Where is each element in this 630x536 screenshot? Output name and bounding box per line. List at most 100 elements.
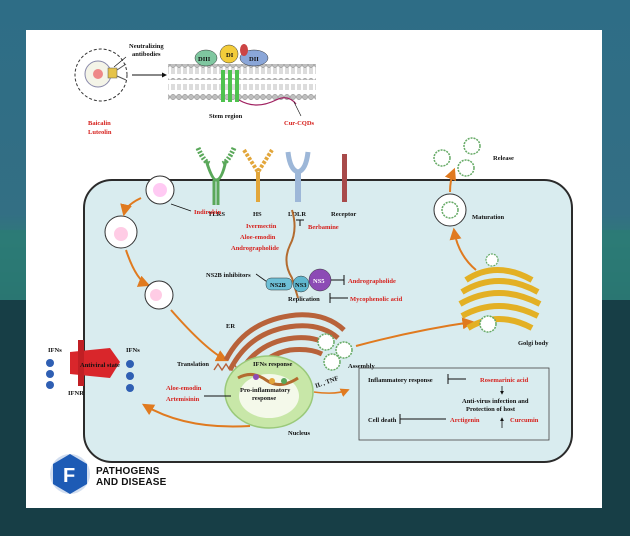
label-ifns-left: IFNs — [48, 347, 62, 354]
nuclear-factor-3 — [281, 378, 287, 384]
stem-helix-2 — [228, 70, 232, 102]
label-golgi: Golgi body — [518, 340, 549, 347]
maturation-virion — [441, 201, 459, 219]
label-ifns-response: IFNs response — [253, 361, 293, 368]
label-anti-virus-1: Anti-virus infection and — [462, 398, 529, 405]
stem-helix-3 — [235, 70, 239, 102]
endosome-virion — [114, 227, 128, 241]
lipid-membrane-bottom — [168, 84, 316, 100]
lipid-membrane-top — [168, 64, 316, 80]
arrow-cytokines — [313, 388, 350, 397]
outcome-box — [358, 367, 550, 441]
label-translation: Translation — [177, 361, 209, 368]
assembly-virion-1 — [317, 333, 335, 351]
domain-dii — [239, 49, 269, 67]
domain-diii — [194, 49, 218, 67]
label-tlrs: TLRS — [208, 211, 225, 218]
neutralizing-virion — [74, 48, 128, 102]
arrow-fusion — [125, 249, 151, 287]
journal-logo: F — [50, 454, 90, 494]
label-stem-region: Stem region — [209, 113, 243, 120]
golgi-virion — [479, 315, 497, 333]
ifn-dot-1 — [46, 359, 54, 367]
drug-aloe-emodin-bottom: Aloe-emodin — [166, 385, 202, 392]
drug-luteolin: Luteolin — [88, 129, 112, 136]
ns3-protein — [292, 275, 310, 293]
label-ldlr: LDLR — [288, 211, 306, 218]
label-anti-virus-2: Protection of host — [466, 406, 516, 413]
ns2b-protein — [265, 277, 293, 291]
arrow-uncoating — [170, 309, 229, 362]
drug-berbamine: Berbamine — [308, 224, 339, 231]
neutralizing-label-2: antibodies — [132, 51, 161, 58]
drug-indirubin: Indirubin — [194, 209, 221, 216]
stem-helix-1 — [221, 70, 225, 102]
drug-ivermectin: Ivermectin — [246, 223, 277, 230]
drug-baicalin: Baicalin — [88, 120, 111, 127]
neutralizing-label-1: Neutralizing — [129, 43, 164, 50]
label-antiviral-state: Antiviral state — [80, 362, 120, 369]
ifn-dot-6 — [126, 384, 134, 392]
label-nucleus: Nucleus — [288, 430, 311, 437]
mrna-zigzag — [213, 362, 239, 372]
entry-virion-core — [153, 183, 167, 197]
golgi-virion-top — [485, 253, 499, 267]
released-virion-1 — [433, 149, 451, 167]
drug-arctigenin: Arctigenin — [450, 417, 480, 424]
hs-receptor — [242, 148, 274, 202]
label-diii: DIII — [198, 56, 211, 63]
stem-region-curve — [238, 97, 297, 106]
ldlr-receptor — [285, 151, 311, 202]
label-hs: HS — [253, 211, 262, 218]
ifn-dot-3 — [46, 381, 54, 389]
released-virion-3 — [463, 137, 481, 155]
indirubin-pointer — [170, 203, 192, 212]
arrow-endocytosis — [120, 197, 142, 217]
label-maturation: Maturation — [472, 214, 505, 221]
drug-mycophenolic: Mycophenolic acid — [350, 296, 403, 303]
arrow-release — [444, 167, 457, 193]
fusion-loop — [240, 44, 248, 56]
assembly-virion-3 — [323, 353, 341, 371]
label-receptor: Receptor — [331, 211, 356, 218]
assembly-virion-2 — [335, 341, 353, 359]
label-di: DI — [226, 52, 234, 59]
golgi-body — [458, 267, 542, 331]
label-ifns-inner: IFNs — [126, 347, 140, 354]
nuclear-factor-1 — [253, 374, 259, 380]
drug-andrographolide-top: Andrographolide — [231, 245, 279, 252]
dengue-lifecycle-diagram: Neutralizing antibodies Baicalin Luteoli… — [46, 43, 573, 494]
ifn-dot-5 — [126, 372, 134, 380]
fusion-vesicle-core — [150, 289, 162, 301]
arrow-ifn-secretion — [141, 403, 251, 428]
ifn-dot-4 — [126, 360, 134, 368]
logo-line1: PATHOGENS — [96, 466, 160, 477]
label-replication: Replication — [288, 296, 320, 303]
drug-cur-cqds: Cur-CQDs — [284, 120, 315, 127]
label-er: ER — [226, 323, 235, 330]
logo-hex-icon — [53, 454, 87, 494]
label-cell-death: Cell death — [368, 417, 397, 424]
drug-rosmarinic: Rosemarinic acid — [480, 377, 529, 384]
logo-glyph: F — [63, 465, 75, 487]
tlrs-receptor — [195, 146, 237, 205]
drug-artemisinin: Artemisinin — [166, 396, 200, 403]
label-pro-inflammatory-1: Pro-inflammatory — [240, 387, 291, 394]
pointer-line — [113, 56, 127, 68]
viral-rna — [285, 209, 299, 299]
drug-andrographolide-right: Andrographolide — [348, 278, 396, 285]
arrow-to-golgi — [355, 317, 475, 347]
drug-aloe-emodin-top: Aloe-emodin — [240, 234, 276, 241]
figure-panel: Neutralizing antibodies Baicalin Luteoli… — [26, 30, 602, 508]
pointer-cqds — [293, 101, 302, 117]
logo-line2: AND DISEASE — [96, 477, 167, 488]
dna-strand — [237, 373, 299, 386]
label-ns3: NS3 — [295, 282, 307, 289]
generic-receptor — [342, 154, 347, 202]
label-inflammatory-response: Inflammatory response — [368, 377, 433, 384]
drug-curcumin: Curcumin — [510, 417, 539, 424]
entry-virion — [145, 175, 175, 205]
label-ifnr: IFNR — [68, 390, 84, 397]
label-ns2b: NS2B — [270, 282, 287, 289]
nuclear-factor-2 — [269, 378, 275, 384]
